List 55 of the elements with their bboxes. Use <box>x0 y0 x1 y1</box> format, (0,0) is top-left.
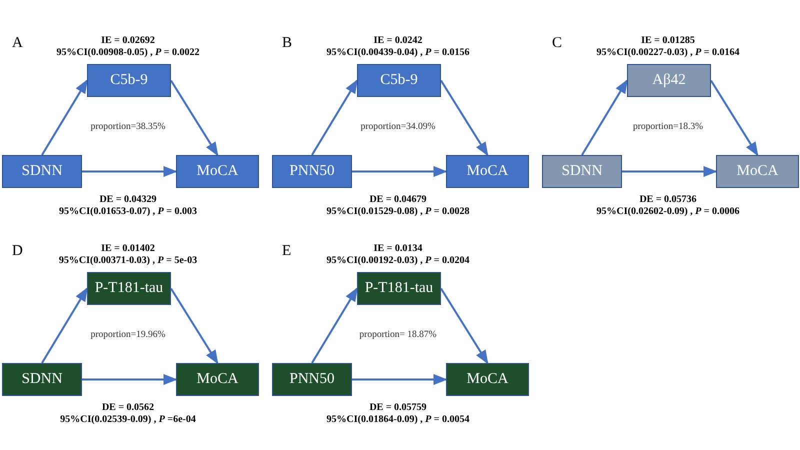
variable-box: SDNN <box>2 363 82 396</box>
panel-letter: C <box>552 35 562 52</box>
effect-label: DE = 0.04679 <box>369 194 427 205</box>
arrow <box>440 288 488 364</box>
effect-label: DE = 0.0562 <box>102 402 154 413</box>
effect-label: IE = 0.01285 <box>641 35 695 46</box>
variable-box: PNN50 <box>272 363 352 396</box>
variable-box: C5b-9 <box>87 64 171 97</box>
confidence-interval-label: 95%CI(0.02602-0.09) , P = 0.0006 <box>596 206 740 217</box>
variable-box: C5b-9 <box>357 64 441 97</box>
variable-box: MoCA <box>446 363 529 396</box>
variable-box: MoCA <box>446 155 529 188</box>
arrow <box>170 80 218 156</box>
effect-label: IE = 0.0242 <box>374 35 422 46</box>
arrow <box>170 288 218 364</box>
confidence-interval-label: 95%CI(0.01653-0.07) , P = 0.003 <box>59 206 197 217</box>
proportion-label: proportion=38.35% <box>90 122 166 132</box>
proportion-label: proportion=34.09% <box>360 122 436 132</box>
variable-box: MoCA <box>716 155 799 188</box>
proportion-label: proportion=18.3% <box>633 122 703 132</box>
effect-label: DE = 0.05736 <box>639 194 697 205</box>
variable-box: PNN50 <box>272 155 352 188</box>
effect-label: IE = 0.01402 <box>101 243 155 254</box>
variable-box: P-T181-tau <box>357 272 441 305</box>
variable-box: Aβ42 <box>627 64 711 97</box>
arrow <box>581 79 628 156</box>
variable-box: SDNN <box>542 155 622 188</box>
variable-box: P-T181-tau <box>87 272 171 305</box>
panel-letter: A <box>12 35 23 52</box>
confidence-interval-label: 95%CI(0.01529-0.08) , P = 0.0028 <box>326 206 470 217</box>
arrow <box>440 80 488 156</box>
panel-letter: E <box>282 243 292 260</box>
effect-label: DE = 0.05759 <box>369 402 427 413</box>
arrow <box>82 374 178 386</box>
effect-label: DE = 0.04329 <box>99 194 157 205</box>
arrow <box>352 166 448 178</box>
arrow <box>311 287 358 364</box>
panel-letter: D <box>12 243 23 260</box>
confidence-interval-label: 95%CI(0.02539-0.09) , P =6e-04 <box>60 414 196 425</box>
arrow <box>622 166 718 178</box>
arrow <box>710 80 758 156</box>
proportion-label: proportion=19.96% <box>90 330 166 340</box>
arrow <box>41 287 88 364</box>
effect-label: IE = 0.02692 <box>101 35 155 46</box>
effect-label: IE = 0.0134 <box>374 243 422 254</box>
arrow <box>41 79 88 156</box>
confidence-interval-label: 95%CI(0.01864-0.09) , P = 0.0054 <box>326 414 470 425</box>
panel-letter: B <box>282 35 292 52</box>
variable-box: MoCA <box>176 363 259 396</box>
arrow <box>352 374 448 386</box>
variable-box: MoCA <box>176 155 259 188</box>
proportion-label: proportion= 18.87% <box>359 330 437 340</box>
variable-box: SDNN <box>2 155 82 188</box>
arrow <box>311 79 358 156</box>
arrow <box>82 166 178 178</box>
